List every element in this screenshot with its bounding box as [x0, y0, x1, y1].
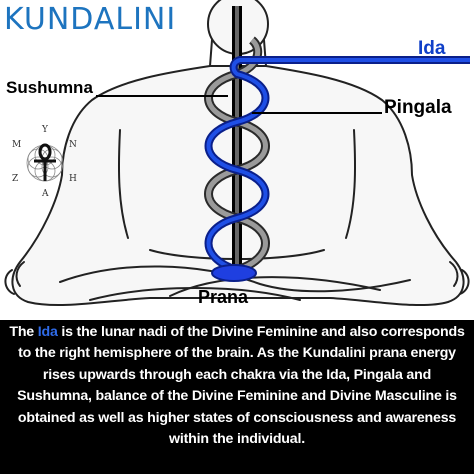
- logo-letter: Z: [12, 174, 19, 184]
- caption-text-block: The Ida is the lunar nadi of the Divine …: [0, 320, 474, 474]
- meditating-figure-illustration: [4, 0, 470, 307]
- caption-part-1: The: [9, 324, 38, 340]
- pingala-label: Pingala: [384, 97, 452, 118]
- logo-letter: M: [12, 140, 22, 150]
- logo-letter: A: [42, 189, 49, 199]
- page-title: KUNDALINI: [4, 2, 177, 37]
- logo-letter: Y: [42, 125, 48, 135]
- sushumna-label: Sushumna: [6, 78, 93, 97]
- ida-label: Ida: [418, 38, 446, 59]
- logo-letters: Y M N Z H A: [12, 125, 77, 199]
- logo-letter: N: [69, 140, 77, 150]
- prana-label: Prana: [198, 287, 249, 307]
- logo-letter: H: [69, 174, 77, 184]
- caption-highlight-ida: Ida: [37, 324, 58, 340]
- prana-base-disk: [211, 264, 257, 282]
- caption-part-2: is the lunar nadi of the Divine Feminine…: [17, 324, 465, 448]
- ankh-icon: [34, 143, 56, 181]
